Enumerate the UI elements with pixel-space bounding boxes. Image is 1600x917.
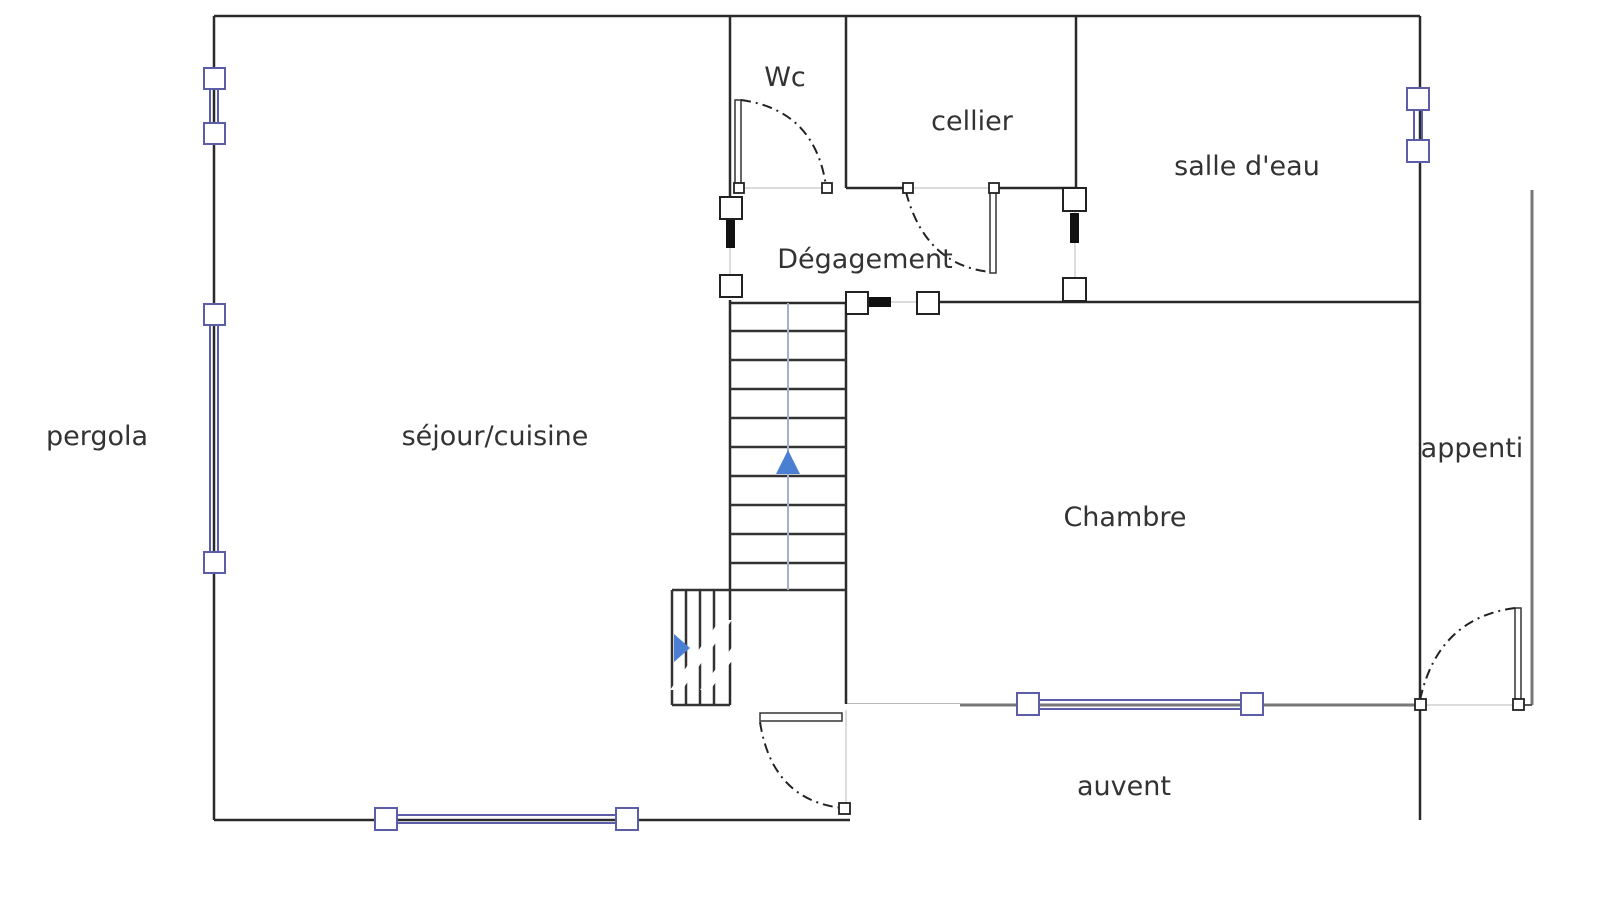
watermark-block <box>732 595 842 703</box>
door-appenti <box>1414 607 1525 711</box>
room-labels: Wc cellier salle d'eau Dégagement pergol… <box>46 62 1523 802</box>
room-label-salle-deau: salle d'eau <box>1174 151 1320 182</box>
room-label-auvent: auvent <box>1077 771 1171 802</box>
openings <box>719 187 1087 315</box>
windows <box>203 67 1430 831</box>
room-label-chambre: Chambre <box>1063 502 1186 533</box>
room-label-pergola: pergola <box>46 421 148 452</box>
doors <box>733 99 1525 815</box>
stair-turn-arrow-icon <box>674 634 690 662</box>
watermark <box>670 595 960 710</box>
window-left-large <box>203 303 226 574</box>
door-wc <box>733 99 833 194</box>
opening-degagement-left <box>719 196 743 298</box>
room-label-appenti: appenti <box>1421 433 1524 464</box>
window-sejour-bottom <box>374 807 639 831</box>
door-entry <box>759 712 851 815</box>
stair-up-arrow-icon <box>776 450 800 474</box>
door-cellier <box>902 182 1000 274</box>
watermark-block <box>760 704 960 710</box>
window-chambre <box>1016 692 1264 716</box>
window-left-top <box>203 67 226 145</box>
room-label-wc: Wc <box>764 62 806 93</box>
staircase <box>670 303 846 707</box>
room-label-degagement: Dégagement <box>777 244 952 275</box>
watermark-stroke <box>670 620 732 690</box>
opening-chambre <box>845 291 940 315</box>
window-salle-deau <box>1406 87 1430 163</box>
opening-degagement-right <box>1062 187 1087 302</box>
room-label-sejour-cuisine: séjour/cuisine <box>402 421 589 452</box>
room-label-cellier: cellier <box>931 106 1014 137</box>
outer-walls <box>212 14 1534 822</box>
